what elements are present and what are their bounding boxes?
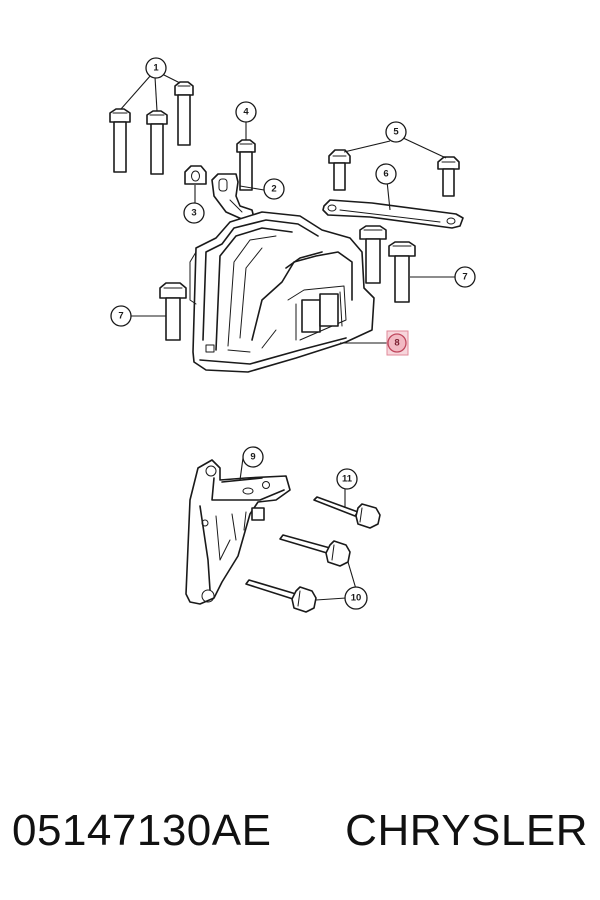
bolt-11	[313, 496, 381, 529]
bolt-7-right-a	[359, 225, 387, 284]
callout-2-label: 2	[271, 184, 276, 195]
bolt-7-right-b	[388, 241, 416, 303]
callout-10[interactable]: 10	[344, 586, 368, 610]
bracket-9	[185, 459, 291, 605]
brand-name: CHRYSLER	[345, 806, 588, 855]
bolt-4	[236, 139, 256, 191]
bolt-1-left	[109, 108, 131, 173]
callout-7-right[interactable]: 7	[454, 266, 476, 288]
callout-10-label: 10	[351, 593, 362, 604]
bolt-10-upper	[279, 534, 351, 567]
callout-9-label: 9	[250, 452, 255, 463]
callout-7-right-label: 7	[462, 272, 467, 283]
bolt-7-left	[159, 282, 187, 341]
bolt-5-left	[328, 149, 351, 191]
callout-6-label: 6	[383, 169, 388, 180]
bracket-2	[211, 173, 255, 221]
callout-8-label: 8	[394, 338, 399, 349]
callout-9[interactable]: 9	[242, 446, 264, 468]
engine-mount-8	[189, 211, 375, 373]
link-bar-6	[322, 199, 464, 229]
callout-2[interactable]: 2	[263, 178, 285, 200]
bolt-1-middle	[146, 110, 168, 175]
callout-6[interactable]: 6	[375, 163, 397, 185]
part-number: 05147130AE	[12, 806, 272, 855]
callout-3[interactable]: 3	[183, 202, 205, 224]
callout-11[interactable]: 11	[336, 468, 358, 490]
nut-3	[184, 165, 207, 185]
part-footer: 05147130AE CHRYSLER	[0, 796, 600, 866]
callout-8[interactable]: 8	[387, 333, 407, 353]
bolt-1-right	[174, 81, 194, 146]
callout-7-left[interactable]: 7	[110, 305, 132, 327]
callout-11-label: 11	[342, 474, 353, 485]
leader-lines	[120, 73, 456, 601]
callout-4[interactable]: 4	[235, 101, 257, 123]
callout-1-label: 1	[153, 63, 159, 74]
callout-3-label: 3	[191, 208, 196, 219]
bolt-5-right	[437, 156, 460, 197]
callout-1[interactable]: 1	[145, 57, 167, 79]
callout-5[interactable]: 5	[385, 121, 407, 143]
callout-4-label: 4	[243, 107, 249, 118]
bolt-10-lower	[245, 579, 317, 613]
callout-7-left-label: 7	[118, 311, 123, 322]
callout-5-label: 5	[393, 127, 399, 138]
